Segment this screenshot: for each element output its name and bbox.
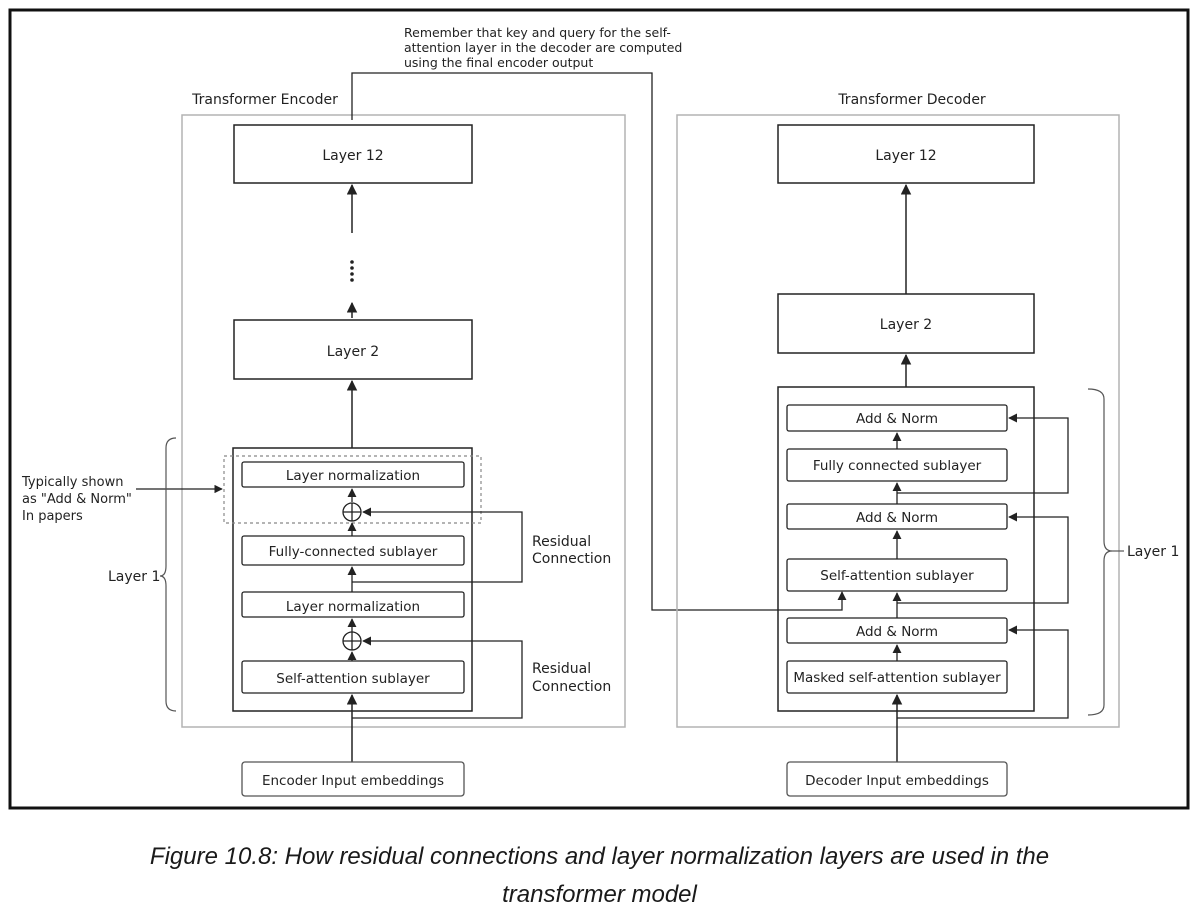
decoder-key-query-note: Remember that key and query for the self… — [404, 25, 686, 70]
encoder-add-circle-bottom — [342, 631, 362, 651]
decoder-layer2-label: Layer 2 — [880, 317, 932, 333]
decoder-layer12-label: Layer 12 — [875, 148, 936, 164]
encoder-ln-bottom-box — [241, 591, 465, 618]
decoder-masked-label: Masked self-attention sublayer — [793, 670, 1001, 686]
encoder-ln-top-box — [241, 461, 465, 488]
decoder-layer2-box — [777, 293, 1035, 354]
decoder-title: Transformer Decoder — [837, 92, 986, 108]
decoder-layer12-box — [777, 124, 1035, 184]
decoder-fc-label: Fully connected sublayer — [813, 458, 982, 474]
encoder-input-box — [241, 761, 465, 797]
decoder-residual-3 — [897, 413, 1069, 494]
encoder-fc-label: Fully-connected sublayer — [269, 544, 438, 560]
decoder-addnorm2-box — [786, 503, 1008, 530]
decoder-addnorm3-label: Add & Norm — [856, 411, 938, 427]
encoder-ellipsis — [350, 260, 354, 282]
decoder-addnorm3-box — [786, 404, 1008, 432]
decoder-panel — [676, 114, 1120, 728]
decoder-fc-box — [786, 448, 1008, 482]
decoder-input-label: Decoder Input embeddings — [805, 773, 989, 789]
encoder-layer2-box — [233, 319, 473, 380]
encoder-sa-label: Self-attention sublayer — [276, 671, 430, 687]
decoder-addnorm1-label: Add & Norm — [856, 624, 938, 640]
decoder-layer1-brace — [1087, 388, 1113, 716]
encoder-layer1-brace — [159, 437, 177, 712]
encoder-layer12-label: Layer 12 — [322, 148, 383, 164]
decoder-sa-box — [786, 558, 1008, 592]
encoder-layer2-label: Layer 2 — [327, 344, 379, 360]
encoder-input-label: Encoder Input embeddings — [262, 773, 444, 789]
typically-shown-note: Typically shown as "Add & Norm" In paper… — [21, 475, 136, 524]
figure-caption-line2: transformer model — [502, 881, 697, 908]
encoder-ln-top-label: Layer normalization — [286, 468, 420, 484]
encoder-panel — [181, 114, 626, 728]
decoder-masked-box — [786, 660, 1008, 694]
decoder-sa-label: Self-attention sublayer — [820, 568, 974, 584]
encoder-sa-box — [241, 660, 465, 694]
encoder-fc-box — [241, 535, 465, 566]
figure-frame — [8, 8, 1190, 810]
encoder-layer1-label: Layer 1 — [108, 569, 160, 585]
decoder-residual-1 — [897, 625, 1069, 719]
decoder-input-box — [786, 761, 1008, 797]
encoder-to-decoder-connection — [351, 72, 847, 611]
encoder-add-circle-top — [342, 502, 362, 522]
encoder-residual-bottom — [352, 636, 523, 719]
decoder-addnorm2-label: Add & Norm — [856, 510, 938, 526]
decoder-residual-2 — [897, 512, 1069, 604]
encoder-residual-top-label: Residual Connection — [532, 534, 611, 567]
encoder-layer12-box — [233, 124, 473, 184]
decoder-layer1-box — [777, 386, 1035, 712]
figure-caption: Figure 10.8: How residual connections an… — [40, 838, 1159, 914]
encoder-residual-top — [352, 507, 523, 583]
figure-caption-line1: Figure 10.8: How residual connections an… — [149, 843, 1050, 870]
decoder-layer1-label: Layer 1 — [1127, 544, 1179, 560]
encoder-ln-bottom-label: Layer normalization — [286, 599, 420, 615]
encoder-title: Transformer Encoder — [191, 92, 338, 108]
encoder-residual-bottom-label: Residual Connection — [532, 661, 611, 695]
decoder-addnorm1-box — [786, 617, 1008, 644]
